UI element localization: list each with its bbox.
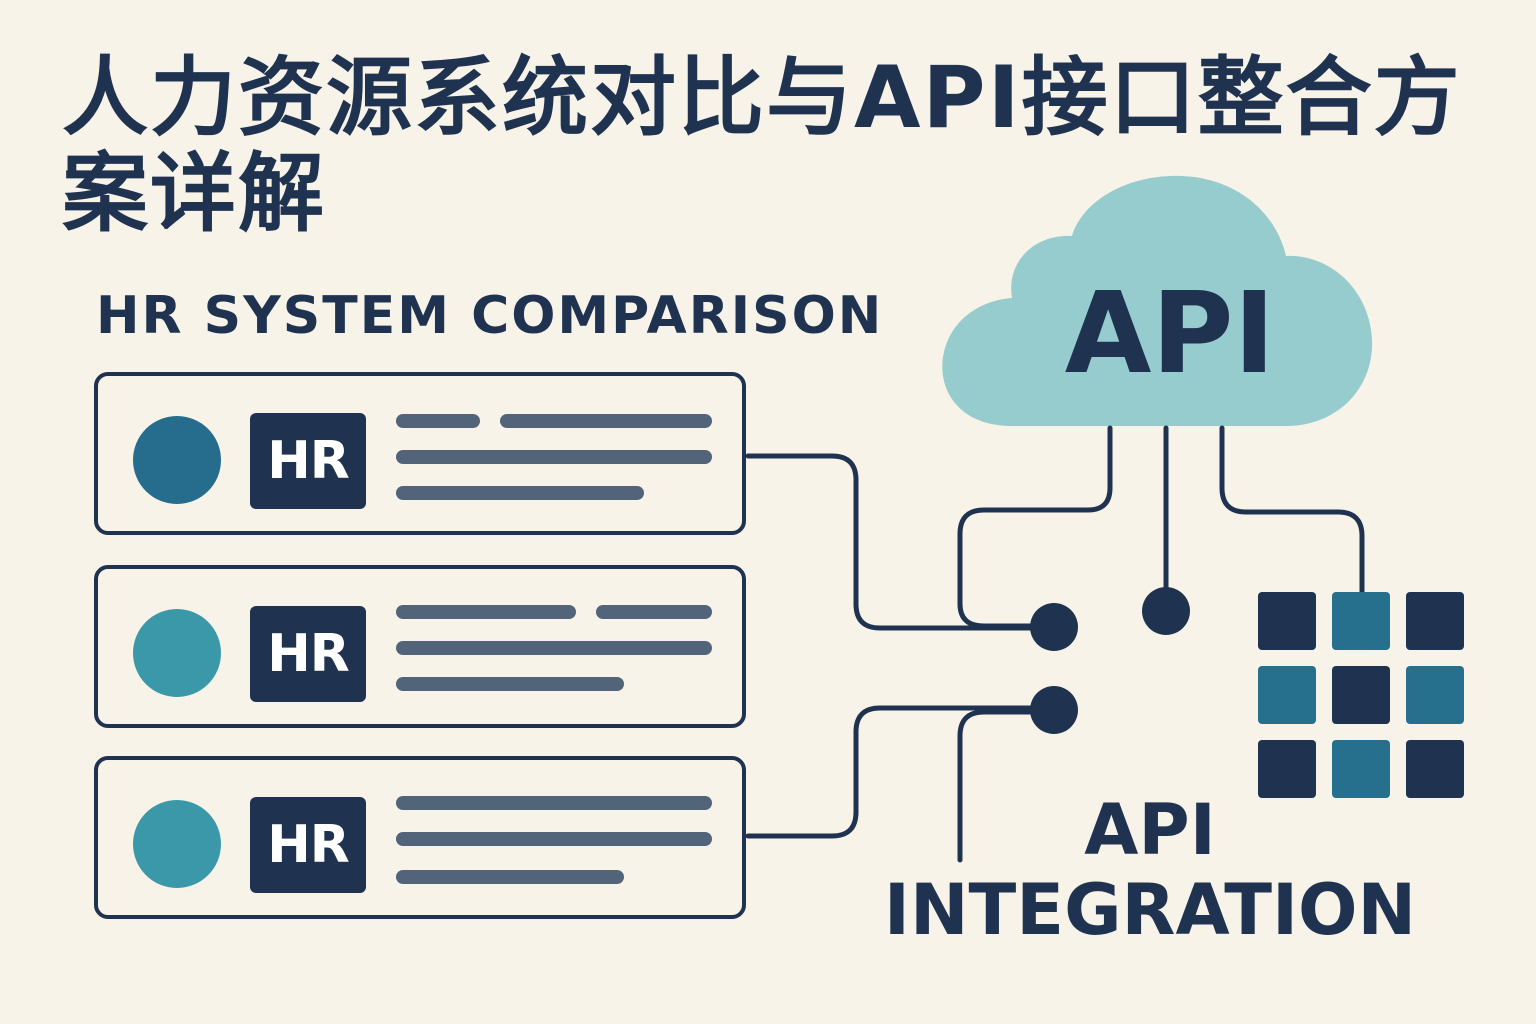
module-grid-icon: [1258, 592, 1464, 798]
text-placeholder-bar: [396, 870, 624, 884]
text-placeholder-bar: [396, 414, 480, 428]
cloud-api-label: API: [1065, 269, 1275, 399]
grid-module: [1258, 592, 1316, 650]
connector-node: [1030, 603, 1078, 651]
comparison-heading: HR SYSTEM COMPARISON: [96, 286, 884, 346]
connector-line: [957, 709, 1057, 863]
integration-label-line2: INTEGRATION: [883, 869, 1417, 951]
hr-system-card-1: HR: [94, 372, 746, 535]
text-placeholder-bar: [396, 832, 712, 846]
hr-system-card-3: HR: [94, 756, 746, 919]
connector-line: [745, 705, 1057, 839]
connector-lines: [745, 425, 1365, 863]
connector-line: [957, 425, 1113, 629]
grid-module: [1406, 592, 1464, 650]
text-placeholder-bar: [396, 486, 644, 500]
cloud-icon: API: [942, 175, 1373, 426]
text-placeholder-bar: [396, 450, 712, 464]
grid-module: [1406, 740, 1464, 798]
hr-system-card-2: HR: [94, 565, 746, 728]
hr-badge: HR: [250, 606, 366, 702]
grid-module: [1332, 592, 1390, 650]
grid-module: [1406, 666, 1464, 724]
grid-module: [1332, 740, 1390, 798]
system-dot: [133, 416, 221, 504]
connector-node: [1142, 587, 1190, 635]
api-integration-label: API INTEGRATION: [880, 790, 1420, 950]
system-dot: [133, 609, 221, 697]
text-placeholder-bar: [396, 677, 624, 691]
connector-line: [1219, 425, 1365, 595]
text-placeholder-bar: [396, 796, 712, 810]
text-placeholder-bar: [596, 605, 712, 619]
connector-node: [1030, 686, 1078, 734]
hr-badge: HR: [250, 797, 366, 893]
page-title: 人力资源系统对比与API接口整合方案详解: [62, 48, 1462, 244]
grid-module: [1258, 666, 1316, 724]
integration-label-line1: API: [1084, 789, 1216, 871]
grid-module: [1258, 740, 1316, 798]
text-placeholder-bar: [396, 641, 712, 655]
text-placeholder-bar: [396, 605, 576, 619]
system-dot: [133, 800, 221, 888]
grid-module: [1332, 666, 1390, 724]
connector-line: [745, 453, 1057, 631]
hr-badge: HR: [250, 413, 366, 509]
text-placeholder-bar: [500, 414, 712, 428]
